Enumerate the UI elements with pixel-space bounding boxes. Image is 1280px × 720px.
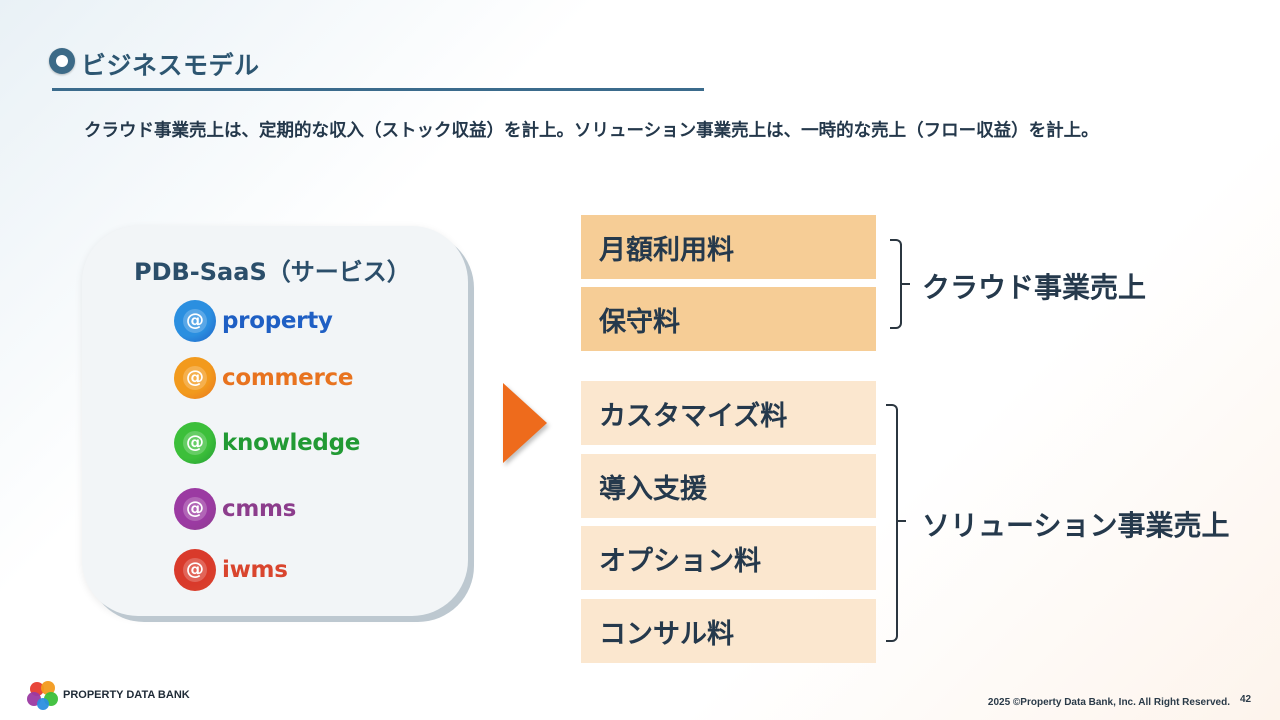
fee-customization: カスタマイズ料: [581, 381, 876, 445]
at-sign-icon: @: [174, 357, 216, 399]
fee-consulting: コンサル料: [581, 599, 876, 663]
brand-logo-icon: [27, 681, 58, 710]
description-text: クラウド事業売上は、定期的な収入（ストック収益）を計上。ソリューション事業売上は…: [84, 121, 1099, 141]
page-number: 42: [1240, 694, 1252, 705]
fee-monthly-usage: 月額利用料: [581, 215, 876, 279]
service-name: iwms: [222, 557, 288, 583]
solution-bracket-tick: [896, 520, 906, 522]
category-cloud-revenue: クラウド事業売上: [922, 271, 1147, 304]
copyright-text: 2025 ©Property Data Bank, Inc. All Right…: [987, 697, 1230, 708]
service-item-commerce: @commerce: [174, 357, 353, 399]
service-name: property: [222, 308, 333, 334]
brand-name: PROPERTY DATA BANK: [63, 689, 190, 701]
page-title: ビジネスモデル: [81, 51, 260, 80]
solution-bracket: [886, 404, 898, 642]
service-name: cmms: [222, 496, 297, 522]
at-sign-icon: @: [174, 422, 216, 464]
category-solution-revenue: ソリューション事業売上: [922, 509, 1230, 542]
services-card-title: PDB-SaaS（サービス）: [134, 258, 411, 286]
service-item-knowledge: @knowledge: [174, 422, 360, 464]
at-sign-icon: @: [174, 300, 216, 342]
cloud-bracket-tick: [900, 283, 910, 285]
fee-implementation-support: 導入支援: [581, 454, 876, 518]
fee-maintenance: 保守料: [581, 287, 876, 351]
service-name: knowledge: [222, 430, 361, 456]
title-bullet-icon: [49, 48, 75, 74]
service-name: commerce: [222, 365, 354, 391]
service-item-iwms: @iwms: [174, 549, 288, 591]
services-card: [82, 226, 468, 616]
service-item-cmms: @cmms: [174, 488, 296, 530]
service-item-property: @property: [174, 300, 333, 342]
title-underline: [52, 88, 704, 91]
fee-options: オプション料: [581, 526, 876, 590]
at-sign-icon: @: [174, 488, 216, 530]
right-arrow-icon: [503, 383, 547, 463]
at-sign-icon: @: [174, 549, 216, 591]
